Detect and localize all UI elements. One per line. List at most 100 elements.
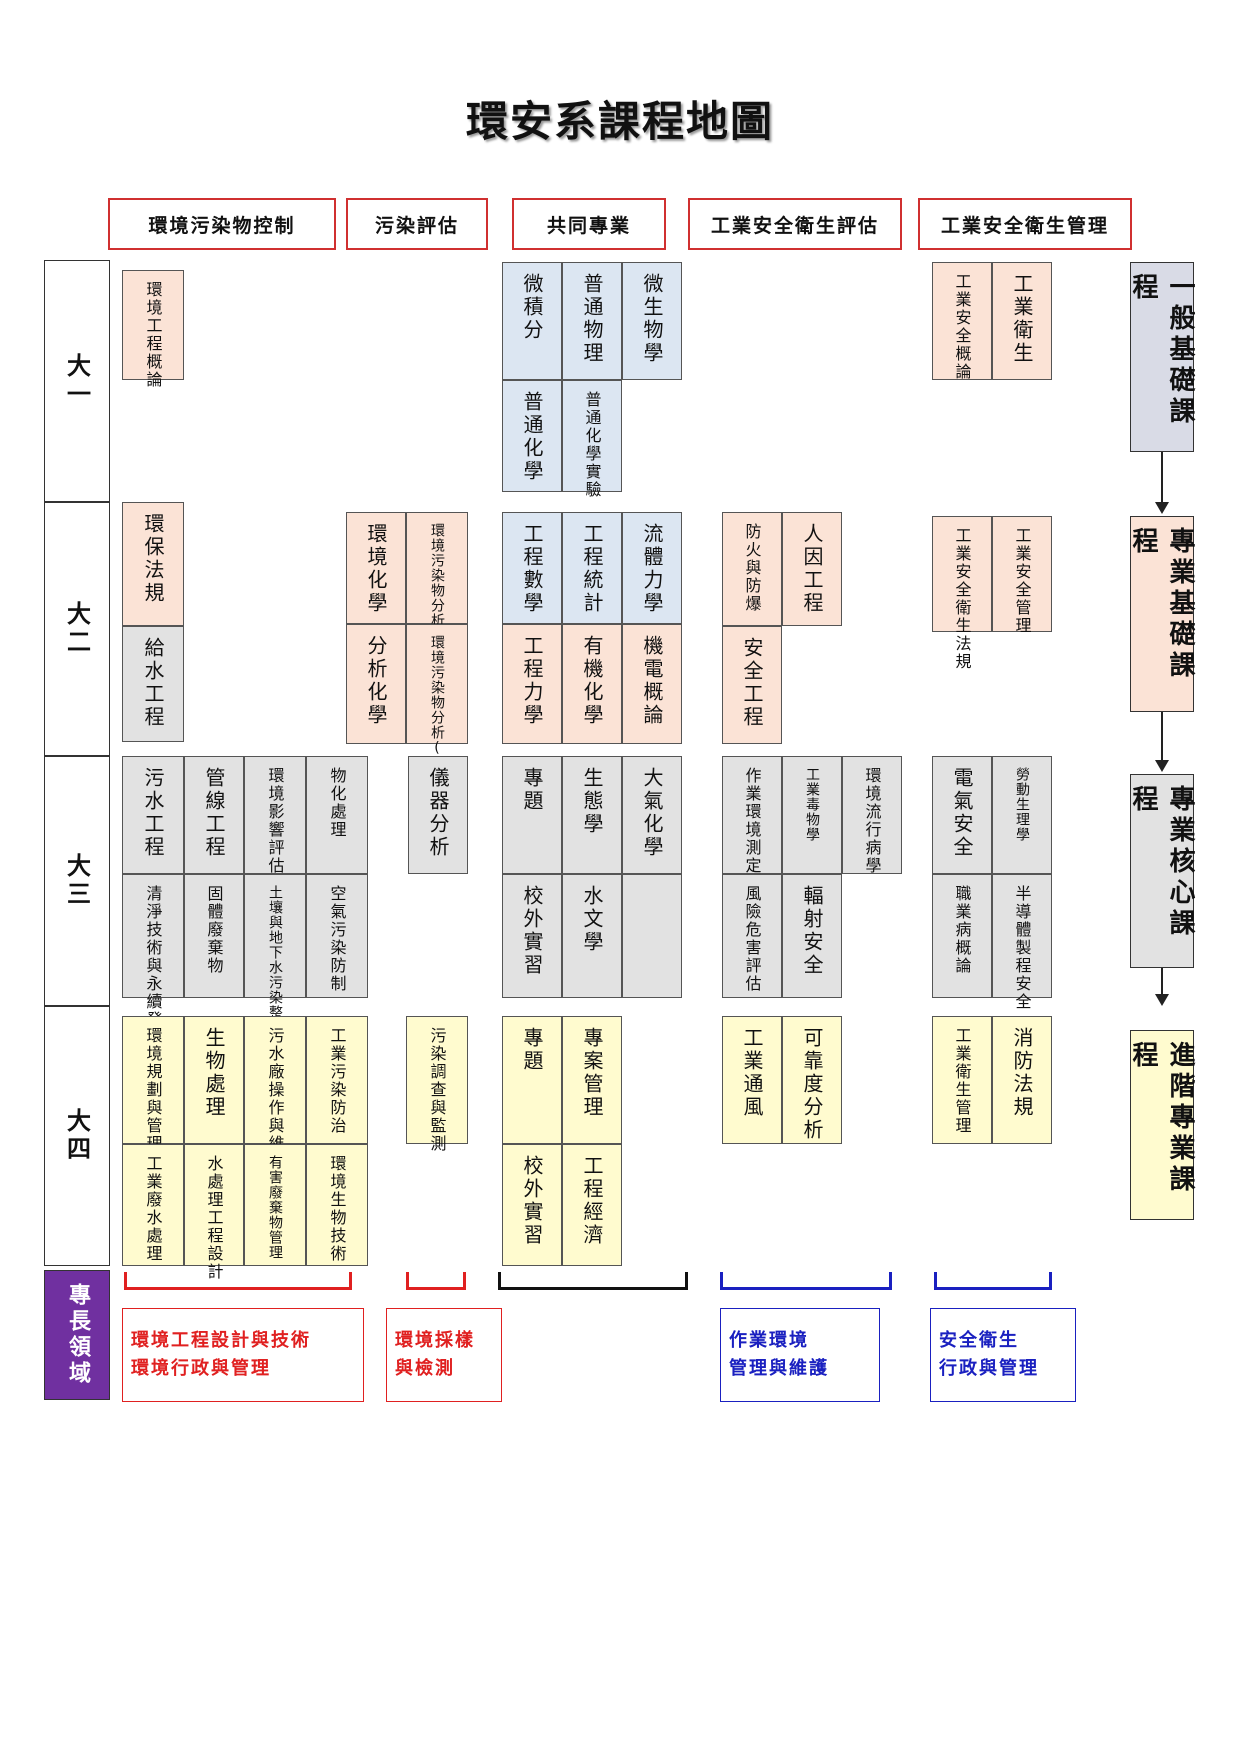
course-label: 大氣化學 xyxy=(640,767,664,859)
course-ind-hygiene: 工業衛生 xyxy=(992,262,1052,380)
arrow-down-icon xyxy=(1155,994,1169,1006)
course-label: 專題 xyxy=(520,1027,544,1073)
course-env-planning: 環境規劃與管理 xyxy=(122,1016,184,1153)
course-label: 土壤與地下水污染整治 xyxy=(267,885,283,1035)
course-label: 作業環境測定 xyxy=(742,767,762,875)
course-label: 管線工程 xyxy=(202,767,226,859)
year-label: 大二 xyxy=(62,601,91,657)
expertise-label-box: 專長領域 xyxy=(44,1270,110,1400)
course-label: 工程經濟 xyxy=(580,1155,604,1247)
course-reliability: 可靠度分析 xyxy=(782,1016,842,1144)
course-occupational-disease: 職業病概論 xyxy=(932,874,992,998)
category-label: 專業核心課程 xyxy=(1128,785,1195,940)
course-label: 空氣污染防制 xyxy=(327,885,347,993)
course-label: 工業污染防治 xyxy=(327,1027,347,1135)
course-label: 專案管理 xyxy=(580,1027,604,1119)
header-safety-management: 工業安全衛生管理 xyxy=(918,198,1132,250)
category-label: 進階專業課程 xyxy=(1128,1041,1195,1196)
course-eng-math: 工程數學 xyxy=(502,512,562,624)
course-eng-stats: 工程統計 xyxy=(562,512,622,624)
course-ind-pollution-control: 工業污染防治 xyxy=(306,1016,368,1144)
course-label: 環境流行病學 xyxy=(862,767,882,875)
course-soil-groundwater: 土壤與地下水污染整治 xyxy=(244,874,306,1035)
course-analytical-chem: 分析化學 xyxy=(346,624,406,744)
course-pollution-survey: 污染調查與監測 xyxy=(406,1016,468,1153)
course-label: 工業廢水處理 xyxy=(143,1155,163,1263)
course-semiconductor-safety: 半導體製程安全 xyxy=(992,874,1052,1011)
course-label: 水處理工程設計 xyxy=(204,1155,224,1281)
course-env-law: 環保法規 xyxy=(122,502,184,626)
course-fluid-mechanics: 流體力學 xyxy=(622,512,682,624)
bracket-red-2 xyxy=(406,1272,466,1290)
course-label: 物化處理 xyxy=(327,767,347,839)
course-label: 工程數學 xyxy=(520,523,544,615)
category-label: 專業基礎課程 xyxy=(1128,527,1195,682)
bracket-red-1 xyxy=(124,1272,352,1290)
course-safety-mgmt: 工業安全管理 xyxy=(992,516,1052,635)
area-line: 環境工程設計與技術 xyxy=(131,1330,311,1351)
course-label: 半導體製程安全 xyxy=(1012,885,1032,1011)
course-pipeline-eng: 管線工程 xyxy=(184,756,244,874)
course-env-epidemiology: 環境流行病學 xyxy=(842,756,902,875)
course-safety-law: 工業安全衛生法規 xyxy=(932,516,992,671)
header-env-pollution-control: 環境污染物控制 xyxy=(108,198,336,250)
area-env-eng: 環境工程設計與技術 環境行政與管理 xyxy=(122,1308,364,1402)
bracket-blue-1 xyxy=(720,1272,892,1290)
bracket-blue-2 xyxy=(934,1272,1052,1290)
year-label: 大一 xyxy=(62,353,91,409)
course-chem-lab: 普通化學實驗 xyxy=(562,380,622,499)
course-physchem-treatment: 物化處理 xyxy=(306,756,368,874)
course-label: 微積分 xyxy=(520,273,544,342)
course-label: 工業安全管理 xyxy=(1012,527,1032,635)
course-pollutant-analysis-1: 環境污染物分析(一) xyxy=(406,512,468,677)
course-sewage-eng: 污水工程 xyxy=(122,756,184,874)
year-label: 大三 xyxy=(62,853,91,909)
course-air-pollution: 空氣污染防制 xyxy=(306,874,368,998)
course-electromech: 機電概論 xyxy=(622,624,682,744)
course-label: 專題 xyxy=(520,767,544,813)
area-line: 作業環境 xyxy=(729,1330,809,1351)
course-label: 流體力學 xyxy=(640,523,664,615)
course-label: 環境污染物分析(二) xyxy=(429,635,445,789)
course-label: 污染調查與監測 xyxy=(427,1027,447,1153)
course-workenv-measure: 作業環境測定 xyxy=(722,756,782,875)
arrow-down-icon xyxy=(1155,502,1169,514)
course-label: 環保法規 xyxy=(141,513,165,605)
course-label: 風險危害評估 xyxy=(742,885,762,993)
course-label: 環境影響評估 xyxy=(265,767,285,875)
course-label: 給水工程 xyxy=(141,637,165,729)
course-fire-explosion: 防火與防爆 xyxy=(722,512,782,626)
year-label: 大四 xyxy=(62,1108,91,1164)
course-hygiene-mgmt: 工業衛生管理 xyxy=(932,1016,992,1144)
course-label: 普通物理 xyxy=(580,273,604,365)
course-label: 可靠度分析 xyxy=(800,1027,824,1142)
arrow-line xyxy=(1161,452,1163,502)
course-label: 校外實習 xyxy=(520,1155,544,1247)
course-label: 環境工程概論 xyxy=(143,281,163,389)
course-label: 防火與防爆 xyxy=(742,523,762,613)
course-label: 環境化學 xyxy=(364,523,388,615)
course-label: 輻射安全 xyxy=(800,885,824,977)
course-risk-assessment: 風險危害評估 xyxy=(722,874,782,998)
course-label: 固體廢棄物 xyxy=(204,885,224,975)
course-topic-3: 專題 xyxy=(502,756,562,874)
course-label: 勞動生理學 xyxy=(1014,767,1030,842)
category-general-foundation: 一般基礎課程 xyxy=(1128,262,1195,452)
year-3: 大三 xyxy=(44,756,110,1006)
course-label: 機電概論 xyxy=(640,635,664,727)
header-common-core: 共同專業 xyxy=(512,198,666,250)
course-label: 工程力學 xyxy=(520,635,544,727)
course-organic-chem: 有機化學 xyxy=(562,624,622,744)
course-label: 安全工程 xyxy=(740,637,764,729)
course-label: 分析化學 xyxy=(364,635,388,727)
course-env-eng-intro: 環境工程概論 xyxy=(122,270,184,389)
course-label: 微生物學 xyxy=(640,273,664,365)
course-ind-safety-intro: 工業安全概論 xyxy=(932,262,992,381)
course-label: 清淨技術與永續發展 xyxy=(143,885,163,1047)
header-safety-assessment: 工業安全衛生評估 xyxy=(688,198,902,250)
course-safety-eng: 安全工程 xyxy=(722,626,782,744)
course-hydrology: 水文學 xyxy=(562,874,622,998)
area-line: 管理與維護 xyxy=(729,1358,829,1379)
course-electrical-safety: 電氣安全 xyxy=(932,756,992,874)
course-label: 消防法規 xyxy=(1010,1027,1034,1119)
